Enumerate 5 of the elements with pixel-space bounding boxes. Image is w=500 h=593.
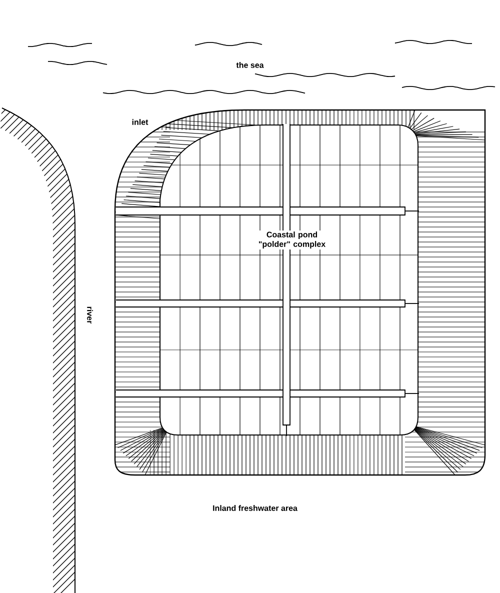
place-label: the sea xyxy=(236,62,264,68)
place-label: Inland freshwater area xyxy=(213,505,298,511)
place-label: inlet xyxy=(132,119,148,125)
place-label: river xyxy=(87,306,93,324)
place-label: Coastal pond "polder" complex xyxy=(251,230,333,250)
